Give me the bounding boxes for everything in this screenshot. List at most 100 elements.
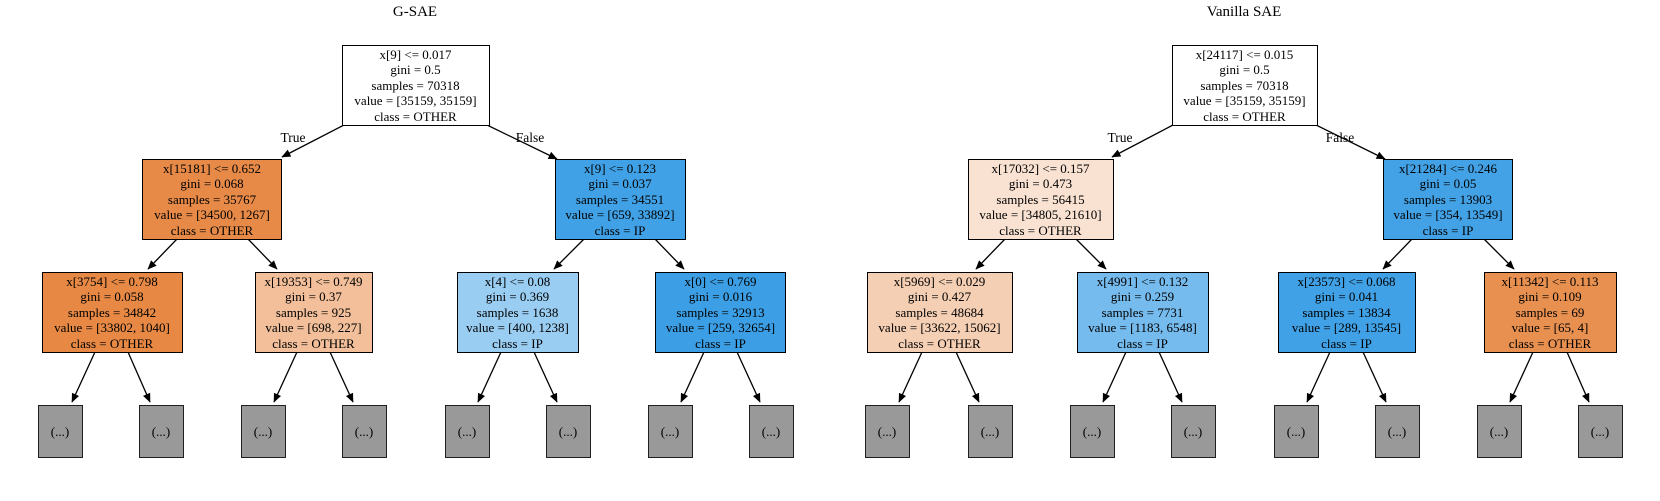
node-condition: x[15181] <= 0.652 — [162, 161, 262, 176]
vanilla-rl-node: x[23573] <= 0.068 gini = 0.041 samples =… — [1277, 272, 1416, 353]
tree-edge — [975, 238, 1006, 270]
node-class: class = IP — [695, 335, 746, 351]
gsae-root-node: x[9] <= 0.017 gini = 0.5 samples = 70318… — [341, 45, 490, 126]
node-class: class = OTHER — [272, 335, 355, 351]
vanilla-ll-node: x[5969] <= 0.029 gini = 0.427 samples = … — [866, 272, 1013, 353]
node-value: value = [698, 227] — [265, 320, 362, 336]
tree-edge — [1075, 238, 1107, 270]
node-class: class = OTHER — [374, 108, 457, 124]
node-value: value = [65, 4] — [1511, 320, 1589, 336]
node-condition: x[5969] <= 0.029 — [893, 274, 986, 289]
node-gini: gini = 0.05 — [1419, 176, 1477, 192]
truncated-leaf-node: (...) — [1374, 405, 1420, 458]
node-class: class = OTHER — [1508, 335, 1592, 351]
true-edge-label: True — [280, 130, 306, 145]
node-gini: gini = 0.058 — [80, 289, 144, 305]
tree-edge — [477, 351, 502, 403]
node-condition: x[24117] <= 0.015 — [1195, 47, 1294, 62]
node-class: class = OTHER — [999, 222, 1082, 238]
node-value: value = [259, 32654] — [665, 320, 776, 336]
tree-edge — [247, 238, 278, 270]
node-condition: x[0] <= 0.769 — [684, 274, 757, 289]
tree-edge — [71, 351, 96, 403]
truncated-leaf-node: (...) — [1170, 405, 1216, 458]
gsae-ll-node: x[3754] <= 0.798 gini = 0.058 samples = … — [41, 272, 183, 353]
truncated-leaf-node: (...) — [545, 405, 591, 458]
truncated-leaf-node: (...) — [1476, 405, 1522, 458]
truncated-leaf-node: (...) — [748, 405, 794, 458]
node-samples: samples = 34551 — [575, 191, 665, 207]
tree-edge — [147, 238, 178, 270]
node-samples: samples = 70318 — [371, 77, 460, 93]
node-gini: gini = 0.5 — [1219, 62, 1270, 78]
gsae-right-node: x[9] <= 0.123 gini = 0.037 samples = 345… — [554, 159, 686, 240]
node-value: value = [33622, 15062] — [878, 320, 1001, 336]
tree-edge — [1158, 351, 1183, 403]
node-samples: samples = 56415 — [996, 191, 1085, 207]
node-condition: x[9] <= 0.123 — [583, 161, 657, 176]
node-class: class = IP — [1117, 335, 1168, 351]
right-tree-title: Vanilla SAE — [1206, 4, 1282, 20]
truncated-leaf-node: (...) — [444, 405, 490, 458]
node-class: class = IP — [594, 222, 646, 238]
vanilla-right-node: x[21284] <= 0.246 gini = 0.05 samples = … — [1383, 159, 1513, 240]
tree-edge — [533, 351, 558, 403]
node-gini: gini = 0.5 — [390, 62, 441, 78]
node-gini: gini = 0.041 — [1314, 289, 1379, 305]
gsae-lr-node: x[19353] <= 0.749 gini = 0.37 samples = … — [254, 272, 373, 353]
node-condition: x[17032] <= 0.157 — [991, 161, 1090, 176]
node-samples: samples = 69 — [1515, 304, 1585, 320]
truncated-leaf-node: (...) — [37, 405, 83, 458]
tree-edge — [553, 238, 585, 270]
node-value: value = [35159, 35159] — [354, 93, 477, 109]
node-gini: gini = 0.037 — [588, 176, 652, 192]
false-edge-label: False — [515, 130, 545, 145]
node-value: value = [34500, 1267] — [154, 207, 270, 223]
tree-edge — [1362, 351, 1387, 403]
tree-edge — [329, 351, 354, 403]
node-class: class = IP — [1422, 222, 1474, 238]
tree-edge — [736, 351, 761, 403]
truncated-leaf-node: (...) — [1577, 405, 1623, 458]
node-value: value = [659, 33892] — [565, 207, 675, 223]
node-samples: samples = 1638 — [476, 304, 559, 320]
node-gini: gini = 0.259 — [1110, 289, 1175, 305]
node-samples: samples = 13903 — [1403, 191, 1493, 207]
node-condition: x[21284] <= 0.246 — [1398, 161, 1498, 176]
truncated-leaf-node: (...) — [1069, 405, 1115, 458]
node-samples: samples = 32913 — [676, 304, 765, 320]
node-class: class = OTHER — [898, 335, 981, 351]
truncated-leaf-node: (...) — [647, 405, 693, 458]
node-value: value = [289, 13545] — [1291, 320, 1402, 336]
node-condition: x[11342] <= 0.113 — [1501, 274, 1599, 289]
vanilla-rr-node: x[11342] <= 0.113 gini = 0.109 samples =… — [1483, 272, 1617, 353]
tree-edge — [1382, 238, 1413, 270]
node-gini: gini = 0.068 — [180, 176, 244, 192]
tree-edge — [1509, 351, 1534, 403]
truncated-leaf-node: (...) — [864, 405, 910, 458]
node-samples: samples = 13834 — [1302, 304, 1391, 320]
gsae-rr-node: x[0] <= 0.769 gini = 0.016 samples = 329… — [655, 272, 786, 353]
node-samples: samples = 35767 — [167, 191, 257, 207]
left-tree-title: G-SAE — [392, 4, 438, 20]
node-class: class = OTHER — [170, 222, 254, 238]
truncated-leaf-node: (...) — [1273, 405, 1319, 458]
node-value: value = [1183, 6548] — [1088, 320, 1197, 336]
node-gini: gini = 0.473 — [1008, 176, 1073, 192]
node-class: class = IP — [492, 335, 543, 351]
false-edge-label: False — [1325, 130, 1355, 145]
node-gini: gini = 0.369 — [485, 289, 550, 305]
node-samples: samples = 34842 — [67, 304, 157, 320]
node-condition: x[9] <= 0.017 — [379, 47, 452, 62]
node-class: class = IP — [1321, 335, 1372, 351]
node-condition: x[3754] <= 0.798 — [66, 274, 158, 289]
node-samples: samples = 7731 — [1101, 304, 1184, 320]
tree-edge — [1102, 351, 1127, 403]
truncated-leaf-node: (...) — [967, 405, 1013, 458]
node-value: value = [400, 1238] — [466, 320, 569, 336]
tree-edge — [898, 351, 923, 403]
node-gini: gini = 0.37 — [285, 289, 342, 305]
tree-edge — [680, 351, 705, 403]
tree-edge — [955, 351, 980, 403]
